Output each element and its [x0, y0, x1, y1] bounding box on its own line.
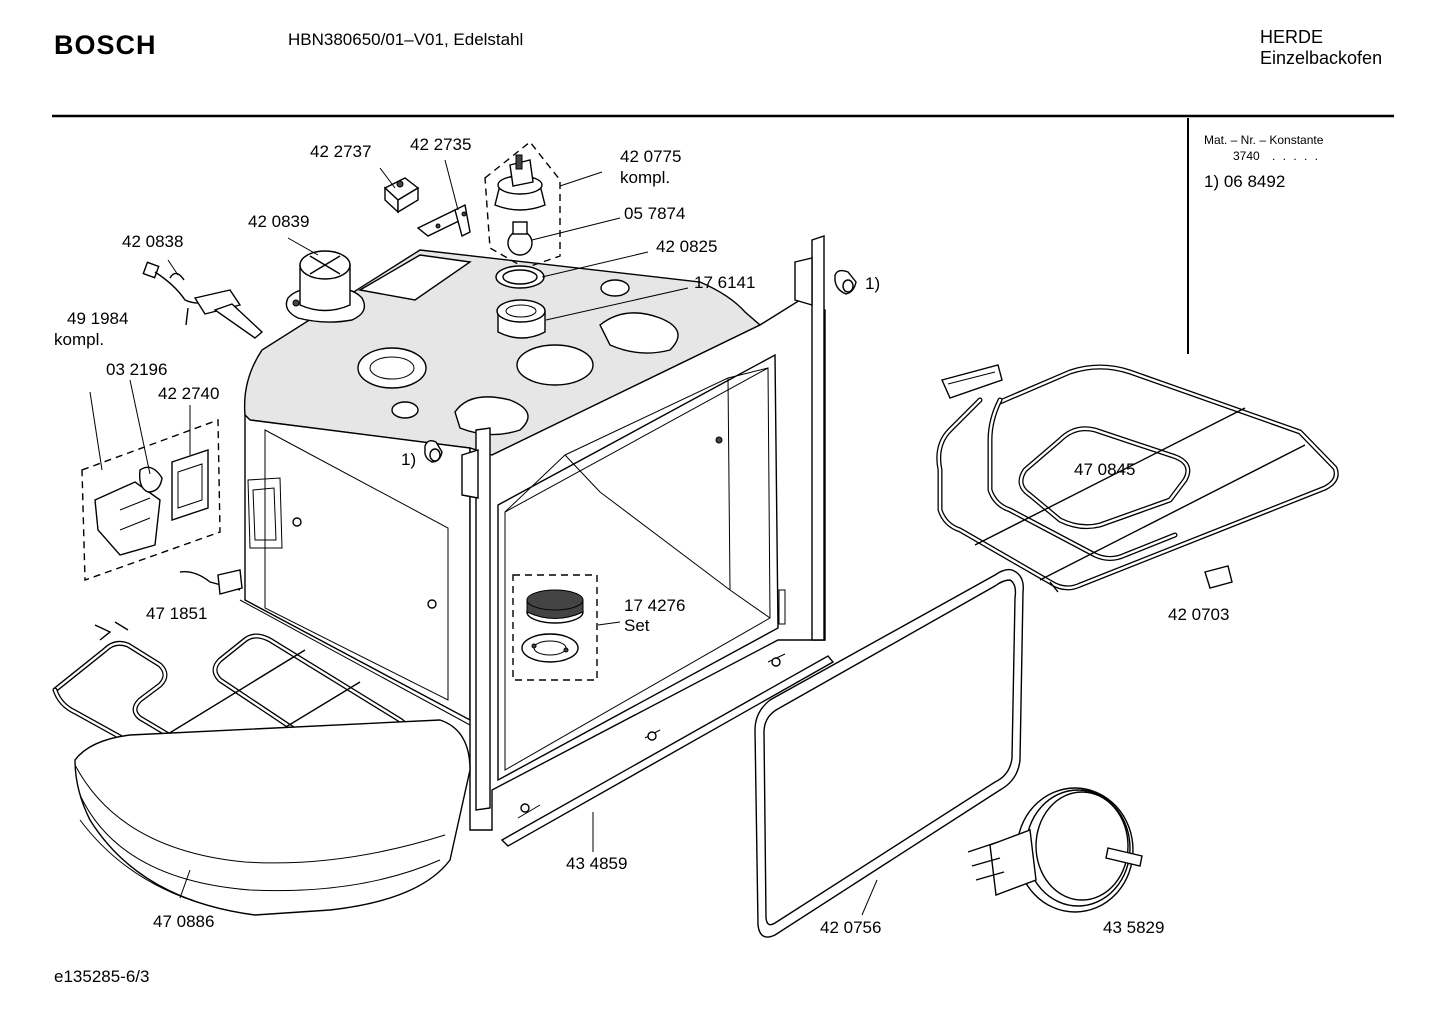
part-label-420775-kompl: kompl.: [620, 168, 671, 187]
part-label-422735: 42 2735: [410, 135, 472, 154]
heater-clip-420703: [1204, 565, 1233, 589]
part-label-434859: 43 4859: [566, 854, 628, 873]
document-id: e135285-6/3: [54, 967, 150, 986]
top-heater-470845: [936, 364, 1339, 593]
oven-cavity-opening: [497, 353, 779, 782]
housing-side-panel: [264, 429, 449, 701]
leader-lines: [89, 159, 878, 916]
pilot-lamp: [138, 466, 163, 493]
category-title: HERDE: [1260, 27, 1324, 47]
fan-cover-set-174276: [512, 574, 598, 681]
housing-hole-2: [391, 401, 419, 419]
door-gasket-420756: [754, 568, 1024, 938]
part-label-ref-1b: 1): [401, 450, 417, 469]
front-rail-left: [475, 427, 491, 811]
bracket-422735: [416, 203, 471, 238]
housing-hole-6: [600, 279, 630, 297]
housing-hole-1: [357, 347, 427, 389]
part-label-471851: 47 1851: [146, 604, 208, 623]
ring-heater-435829: [967, 787, 1143, 913]
oven-housing: [239, 235, 857, 831]
front-rail-right: [811, 235, 825, 641]
brand-logo: BOSCH: [54, 30, 157, 60]
rocker-switch: [171, 449, 209, 521]
category-subtitle: Einzelbackofen: [1260, 48, 1383, 68]
heater-terminal-block: [941, 364, 1003, 399]
part-label-176141: 17 6141: [694, 273, 756, 292]
lamp-assembly-group: [484, 141, 561, 339]
temp-sensor-420838: [142, 261, 264, 339]
part-label-420756: 42 0756: [820, 918, 882, 937]
part-label-ref-1a: 1): [865, 274, 881, 293]
part-label-491984: 49 1984: [67, 309, 129, 328]
selector-switch: [94, 481, 161, 556]
part-label-422737: 42 2737: [310, 142, 372, 161]
part-label-420825: 42 0825: [656, 237, 718, 256]
housing-hole-5: [599, 312, 679, 354]
housing-hole-3: [454, 396, 529, 436]
part-label-174276-set: Set: [624, 616, 650, 635]
part-label-420838: 42 0838: [122, 232, 184, 251]
part-label-032196: 03 2196: [106, 360, 168, 379]
part-label-470886: 47 0886: [153, 912, 215, 931]
part-label-435829: 43 5829: [1103, 918, 1165, 937]
housing-top-plate: [358, 254, 472, 301]
constants-title: Mat. – Nr. – Konstante: [1204, 133, 1324, 147]
part-label-422740: 42 2740: [158, 384, 220, 403]
part-label-420839: 42 0839: [248, 212, 310, 231]
part-label-420703: 42 0703: [1168, 605, 1230, 624]
housing-hole-4: [516, 344, 594, 386]
part-label-420775: 42 0775: [620, 147, 682, 166]
fan-motor-420839: [285, 250, 366, 323]
part-label-491984-kompl: kompl.: [54, 330, 105, 349]
constants-code: 3740: [1233, 149, 1260, 163]
switch-group-491984: [81, 419, 221, 581]
part-label-470845: 47 0845: [1074, 460, 1136, 479]
part-label-174276: 17 4276: [624, 596, 686, 615]
constants-entry: 1) 06 8492: [1204, 172, 1286, 191]
insulation-470886: [74, 719, 471, 916]
bracket-422737: [383, 177, 420, 214]
model-number: HBN380650/01–V01, Edelstahl: [288, 30, 524, 49]
hinge-strip-434859: [500, 653, 835, 847]
part-label-057874: 05 7874: [624, 204, 686, 223]
constants-dots: . . . . .: [1272, 149, 1321, 163]
